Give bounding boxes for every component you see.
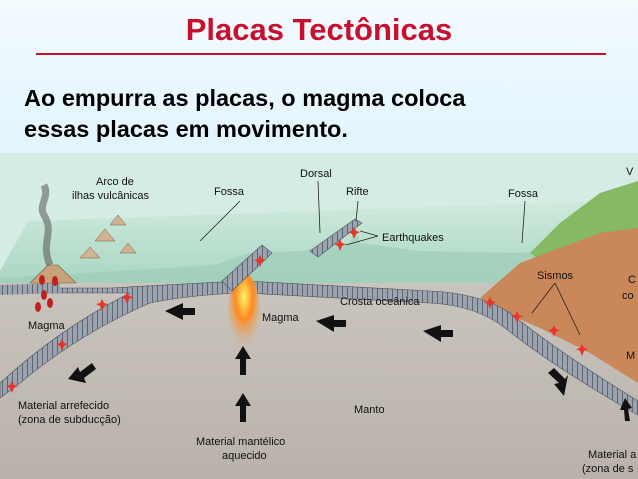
movement-arrows — [68, 303, 632, 422]
label-mantelico-1: Material mantélico — [196, 436, 285, 448]
title-underline — [36, 53, 606, 55]
crust-arc — [0, 283, 60, 295]
label-arrefecido-2: (zona de subducção) — [18, 414, 121, 426]
ridge-slab-right — [309, 218, 363, 258]
label-manto: Manto — [354, 404, 385, 416]
label-magma-left: Magma — [28, 320, 66, 332]
leader-lines — [199, 180, 581, 336]
label-sismos: Sismos — [537, 270, 574, 282]
label-dorsal: Dorsal — [300, 168, 332, 180]
label-crosta: Crosta oceânica — [340, 296, 420, 308]
label-edge-material: Material a — [588, 449, 637, 461]
ridge-magma — [228, 273, 260, 353]
label-edge-c: C — [628, 274, 636, 286]
island-arc-volcanoes — [79, 214, 137, 259]
label-rifte: Rifte — [346, 186, 369, 198]
label-arco-1: Arco de — [96, 176, 134, 188]
label-fossa-left: Fossa — [214, 186, 245, 198]
slide-subtitle: Ao empurra as placas, o magma coloca ess… — [24, 83, 624, 145]
label-arco-2: ilhas vulcânicas — [72, 190, 150, 202]
plate-tectonics-diagram: Arco de ilhas vulcânicas Fossa Dorsal Ri… — [0, 153, 638, 479]
label-edge-m: M — [626, 350, 635, 362]
slide-title: Placas Tectônicas — [185, 12, 453, 47]
label-edge-zona: (zona de s — [582, 463, 634, 475]
subtitle-line-1: Ao empurra as placas, o magma coloca — [24, 85, 466, 111]
continent-soil — [480, 228, 638, 383]
label-arrefecido-1: Material arrefecido — [18, 400, 109, 412]
label-earthquakes: Earthquakes — [382, 232, 444, 244]
label-edge-co: co — [622, 290, 634, 302]
label-fossa-right: Fossa — [508, 188, 539, 200]
subtitle-line-2: essas placas em movimento. — [24, 116, 348, 142]
volcano-ash — [38, 183, 54, 267]
label-magma-center: Magma — [262, 312, 300, 324]
earthquake-stars — [6, 227, 588, 393]
magma-drops — [35, 275, 58, 312]
label-edge-top: V — [626, 166, 634, 178]
label-mantelico-2: aquecido — [222, 450, 267, 462]
crust-oceanic — [244, 280, 638, 416]
